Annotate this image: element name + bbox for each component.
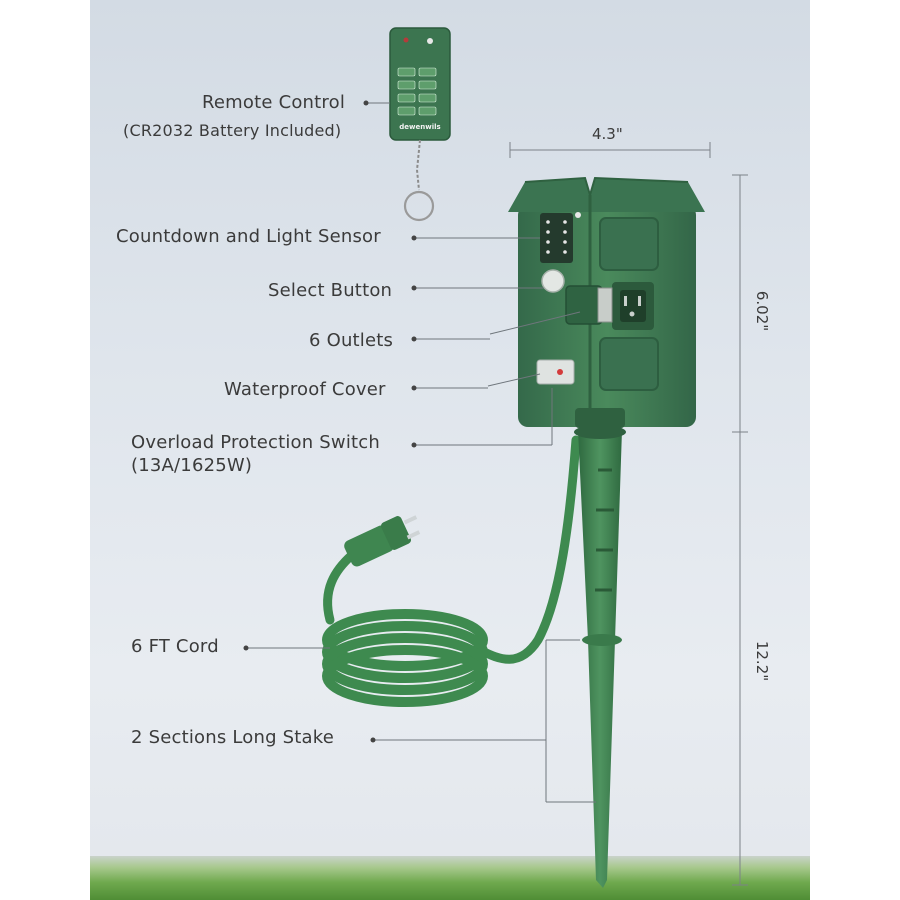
label-overload-note: (13A/1625W) bbox=[131, 455, 253, 476]
remote-brand-text: dewenwils bbox=[399, 123, 440, 131]
light-sensor-icon bbox=[575, 212, 581, 218]
power-stake-body bbox=[508, 176, 705, 428]
label-select-button: Select Button bbox=[268, 280, 393, 301]
grass-strip bbox=[90, 856, 810, 900]
label-waterproof-cover: Waterproof Cover bbox=[224, 379, 386, 400]
extension-cord bbox=[322, 435, 581, 707]
label-overload-switch: Overload Protection Switch bbox=[131, 432, 380, 453]
plug-icon bbox=[344, 515, 421, 567]
remote-led-icon bbox=[403, 37, 409, 43]
ground-stake bbox=[574, 425, 626, 888]
remote-button-6 bbox=[418, 93, 437, 103]
timer-display bbox=[540, 213, 573, 263]
key-ring-icon bbox=[403, 190, 435, 222]
dimension-height: 6.02" bbox=[753, 290, 772, 332]
label-cord: 6 FT Cord bbox=[131, 636, 219, 657]
label-remote-note: (CR2032 Battery Included) bbox=[123, 121, 342, 140]
label-countdown-light-sensor: Countdown and Light Sensor bbox=[116, 226, 381, 247]
remote-button-7 bbox=[397, 106, 416, 116]
label-remote-control: Remote Control bbox=[202, 92, 346, 113]
remote-button-8 bbox=[418, 106, 437, 116]
label-outlets: 6 Outlets bbox=[309, 330, 394, 351]
leader-dots bbox=[243, 100, 417, 743]
remote-button-grid bbox=[397, 67, 437, 116]
keychain-icon bbox=[415, 139, 421, 191]
waterproof-cover-open bbox=[565, 285, 603, 325]
remote-button-3 bbox=[397, 80, 416, 90]
label-stake: 2 Sections Long Stake bbox=[131, 727, 334, 748]
dimension-lines bbox=[509, 142, 748, 886]
leader-lines bbox=[246, 102, 596, 803]
overload-switch bbox=[536, 359, 575, 385]
outlet-cover-top bbox=[599, 217, 659, 271]
dimension-width: 4.3" bbox=[592, 125, 623, 143]
remote-button-5 bbox=[397, 93, 416, 103]
select-button bbox=[541, 269, 565, 293]
dimension-stake-length: 12.2" bbox=[753, 640, 772, 682]
remote-control: dewenwils bbox=[389, 27, 451, 222]
outlet-cover-bottom bbox=[599, 337, 659, 391]
remote-button-4 bbox=[418, 80, 437, 90]
timer-indicators bbox=[546, 220, 567, 254]
remote-button-1 bbox=[397, 67, 416, 77]
remote-logo-icon bbox=[427, 38, 433, 44]
remote-button-2 bbox=[418, 67, 437, 77]
